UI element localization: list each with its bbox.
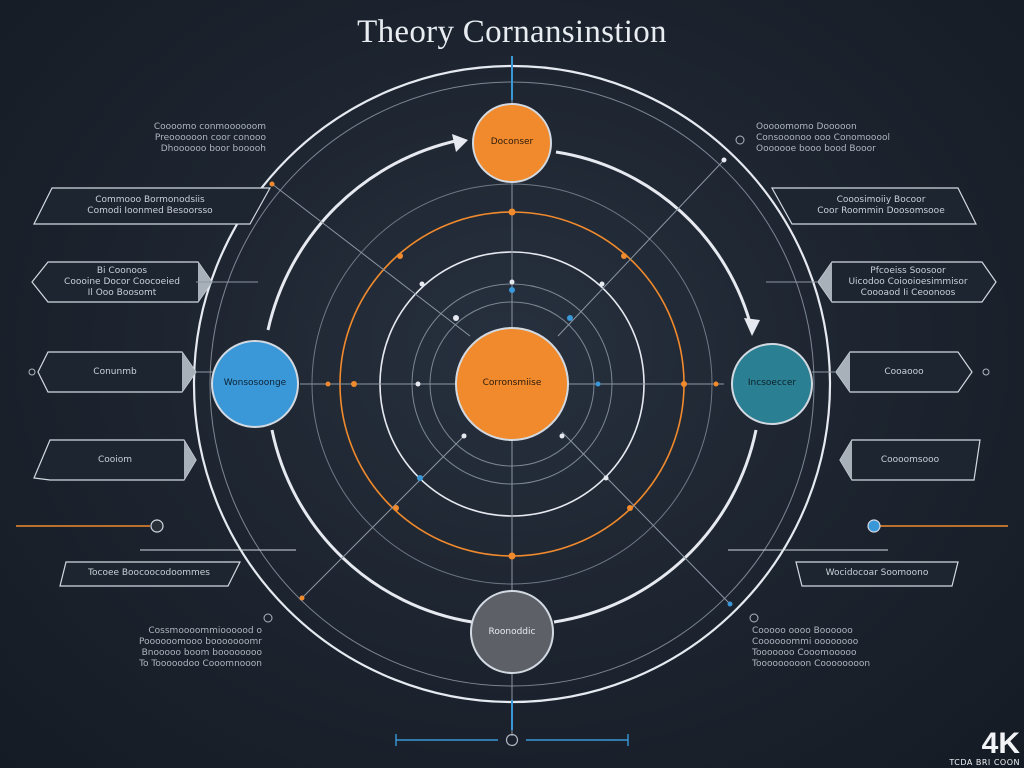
diagonal-upper-right: [557, 159, 725, 337]
left-panel-1: [33, 187, 272, 225]
diagonal-lower-right: [561, 431, 731, 605]
node-center-circle[interactable]: [455, 327, 569, 441]
badge-big-text: 4K: [981, 727, 1020, 760]
right-panel-5: [795, 561, 959, 587]
arc-upper-right: [555, 150, 754, 331]
page-title: Theory Cornansinstion: [357, 14, 667, 50]
bottom-scale: [395, 733, 629, 747]
left-panel-5: [59, 561, 241, 587]
arc-arrowhead-right: [744, 318, 760, 336]
right-panels: [728, 135, 1008, 623]
node-right-circle[interactable]: [731, 343, 813, 425]
right-panel-4: [839, 439, 981, 481]
orbit-markers: [269, 157, 733, 607]
arc-upper-left: [266, 138, 461, 331]
node-bottom-circle[interactable]: [470, 590, 554, 674]
arc-arrowhead-top: [452, 134, 468, 152]
left-panel-3-text: Conunmb: [93, 367, 137, 377]
right-panel-3-text: Cooaooo: [884, 367, 924, 377]
right-panel-1: [770, 187, 977, 225]
resolution-badge: 4K TCDA BRI COON: [949, 727, 1020, 768]
arc-lower-right: [553, 429, 758, 624]
right-panel-4-text: Coooomsooo: [880, 455, 940, 465]
node-top-circle[interactable]: [472, 103, 552, 183]
left-panels: [16, 187, 296, 623]
node-left-circle[interactable]: [211, 340, 299, 428]
badge-small-text: TCDA BRI COON: [949, 758, 1020, 767]
right-panel-5-text: Wocidocoar Soomoono: [825, 568, 929, 578]
left-panel-5-text: Tocoee Boocoocodoommes: [88, 568, 210, 578]
arc-lower-left: [270, 429, 473, 624]
diagonal-upper-left: [271, 183, 471, 337]
left-panel-4-text: Cooiom: [97, 455, 133, 465]
diagonal-lower-left: [299, 433, 467, 601]
